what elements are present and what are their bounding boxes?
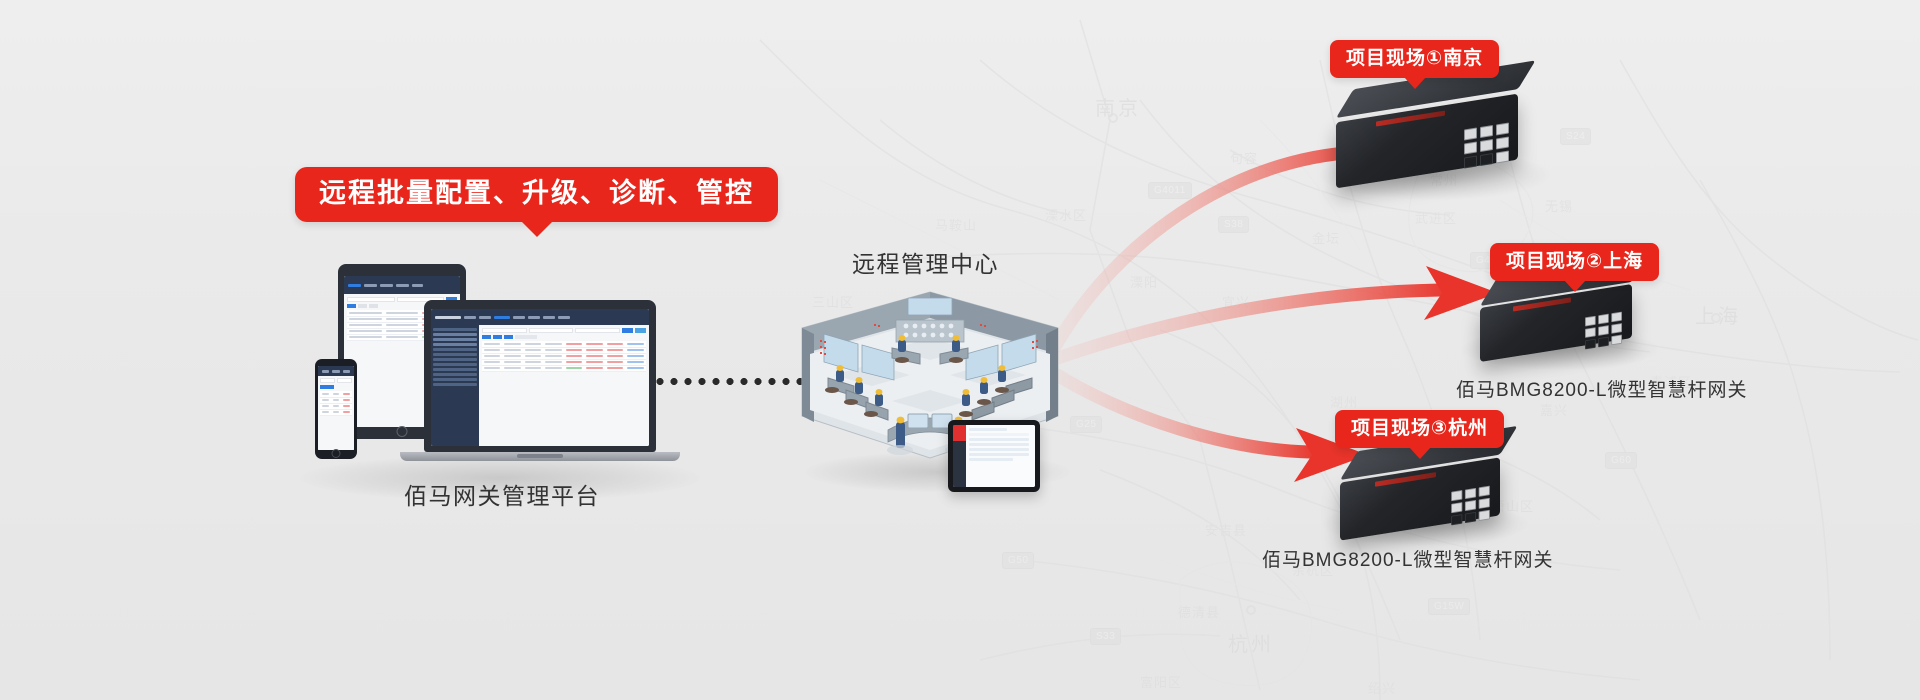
map-road-badge: G60 (1605, 452, 1638, 469)
laptop-device[interactable] (400, 300, 680, 461)
map-place-label: 三山区 (812, 295, 855, 310)
map-place-label: 金坛 (1312, 231, 1341, 246)
phone-device[interactable] (315, 359, 357, 459)
site-label-1: 项目现场①南京 (1330, 40, 1500, 78)
map-place-label: 安吉县 (1205, 523, 1248, 538)
site-label-2: 项目现场②上海 (1490, 243, 1660, 281)
phone-screen (318, 366, 354, 450)
gateway-device-hangzhou (1340, 425, 1518, 541)
map-place-label: 德清县 (1178, 605, 1221, 620)
gateway-ethernet-ports (1464, 122, 1509, 170)
tablet-ui-sidebar (953, 425, 967, 487)
map-road-badge: S33 (1090, 628, 1122, 645)
main-feature-banner: 远程批量配置、升级、诊断、管控 (295, 167, 778, 222)
map-place-label: 湖州 (1330, 395, 1359, 410)
management-platform-devices (290, 255, 690, 485)
gateway-3-caption: 佰马BMG8200-L微型智慧杆网关 (1262, 550, 1554, 571)
ui-body (318, 376, 354, 450)
map-place-label: 溧阳 (1130, 275, 1159, 290)
laptop-screen (431, 309, 649, 446)
tablet-ui-main (966, 425, 1035, 487)
gateway-ethernet-ports (1451, 485, 1490, 526)
map-place-label: 武进区 (1415, 211, 1458, 226)
map-place-label: 溧水区 (1045, 208, 1088, 223)
map-place-label: 句容 (1230, 151, 1259, 166)
ui-main (478, 325, 649, 446)
remote-control-center-illustration (800, 290, 1060, 480)
laptop-base (400, 452, 680, 461)
map-place-label: 萧山区 (1492, 499, 1535, 514)
gateway-device-nanjing (1336, 60, 1536, 189)
control-room-svg (801, 291, 1059, 459)
map-place-label: 嘉兴 (1540, 403, 1569, 418)
map-road-badge: G50 (1002, 552, 1035, 569)
control-center-tablet-screen (953, 425, 1035, 487)
tablet-home-button[interactable] (396, 426, 408, 437)
map-place-label: 杭州 (1228, 634, 1274, 656)
map-place-label: 青浦区 (1650, 375, 1693, 390)
gateway-2-caption: 佰马BMG8200-L微型智慧杆网关 (1456, 380, 1748, 401)
map-place-label: 常州 (1430, 170, 1458, 189)
ui-topbar (431, 309, 649, 326)
dotted-connector-line (625, 378, 815, 385)
cluster-shadow (300, 455, 700, 501)
laptop-dashboard-ui (431, 309, 649, 446)
ui-topbar (344, 276, 460, 295)
map-road-badge: S24 (1560, 128, 1592, 145)
map-place-label: 上海 (1695, 306, 1741, 328)
map-road-badge: G25 (1070, 416, 1103, 433)
map-place-label: 马鞍山 (935, 218, 978, 233)
map-road-badge: G15W (1428, 598, 1471, 615)
ui-sidebar (431, 325, 479, 446)
map-place-label: 南京 (1095, 98, 1141, 120)
map-place-label: 宜兴 (1222, 295, 1251, 310)
control-center-tablet[interactable] (948, 420, 1040, 492)
map-road-badge: G4011 (1148, 182, 1192, 199)
map-road-badge: S38 (1218, 216, 1250, 233)
control-center-caption: 远程管理中心 (852, 251, 999, 277)
map-place-label: 余杭区 (1292, 563, 1335, 578)
phone-dashboard-ui (318, 366, 354, 450)
brand-logo-icon (953, 425, 967, 442)
ui-body (431, 325, 649, 446)
ui-topbar (318, 366, 354, 378)
map-place-label: 富阳区 (1140, 675, 1183, 690)
phone-home-button[interactable] (331, 449, 341, 458)
ui-main (318, 376, 354, 450)
map-place-label: 无锡 (1545, 199, 1574, 214)
map-place-label: 绍兴 (1368, 681, 1397, 696)
gateway-device-shanghai (1480, 253, 1650, 363)
platform-caption: 佰马网关管理平台 (404, 483, 600, 509)
site-label-3: 项目现场③杭州 (1335, 410, 1505, 448)
gateway-ethernet-ports (1585, 311, 1622, 350)
